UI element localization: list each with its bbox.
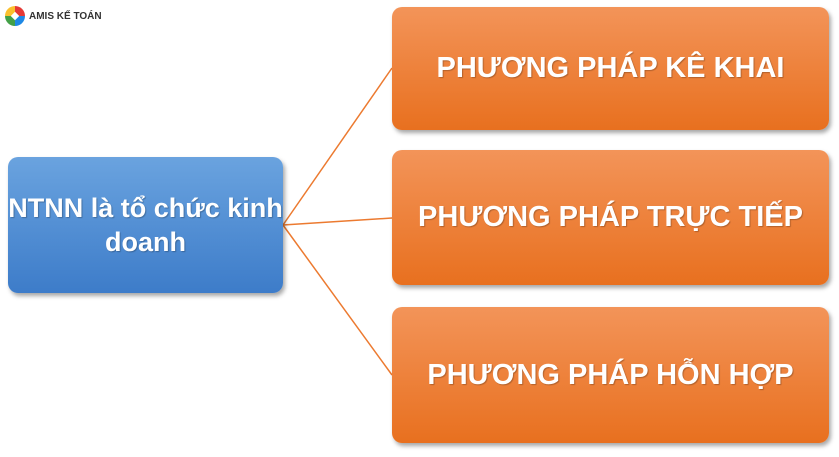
logo: AMIS KẾ TOÁN	[5, 6, 102, 26]
connector-1	[282, 67, 393, 226]
child-label: PHƯƠNG PHÁP TRỰC TIẾP	[418, 201, 803, 233]
child-label: PHƯƠNG PHÁP KÊ KHAI	[436, 52, 785, 84]
child-label: PHƯƠNG PHÁP HỖN HỢP	[427, 358, 794, 391]
child-node-truc-tiep: PHƯƠNG PHÁP TRỰC TIẾP	[392, 150, 829, 285]
logo-text: AMIS KẾ TOÁN	[29, 10, 102, 22]
root-label: NTNN là tổ chức kinh doanh	[8, 193, 283, 257]
logo-icon	[5, 6, 25, 26]
child-node-hon-hop: PHƯƠNG PHÁP HỖN HỢP	[392, 307, 829, 443]
child-node-ke-khai: PHƯƠNG PHÁP KÊ KHAI	[392, 7, 829, 130]
connector-2	[282, 217, 393, 226]
connector-3	[282, 224, 393, 376]
root-node: NTNN là tổ chức kinh doanh	[8, 157, 283, 293]
